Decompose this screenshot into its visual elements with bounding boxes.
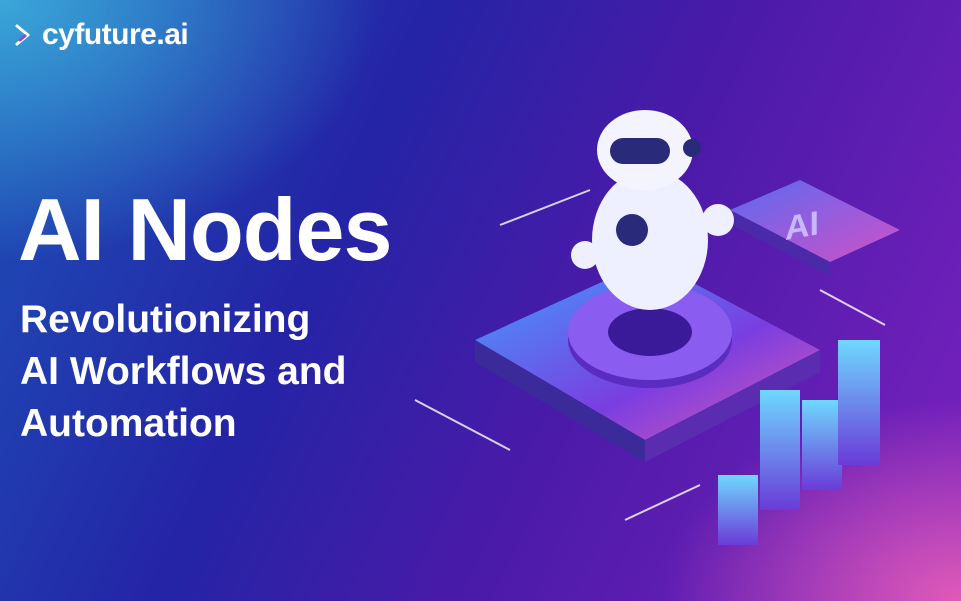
subtitle-line: Automation (20, 402, 237, 445)
ai-illustration: AI (414, 110, 900, 545)
ai-card: AI (730, 180, 900, 276)
page-title: AI Nodes (18, 180, 392, 279)
play-chevron-icon (15, 24, 30, 46)
brand-name: cyfuture.ai (42, 18, 189, 51)
robot (571, 110, 734, 310)
brand-logo: cyfuture.ai (14, 18, 189, 51)
subtitle-line: AI Workflows and (20, 350, 347, 393)
bar-chart (718, 340, 880, 545)
gear-icon (568, 284, 732, 388)
subtitle-line: Revolutionizing (20, 298, 311, 341)
light-streaks (414, 189, 886, 521)
subtitle: Revolutionizing AI Workflows and Automat… (20, 294, 346, 450)
ai-badge-text: AI (785, 204, 819, 248)
